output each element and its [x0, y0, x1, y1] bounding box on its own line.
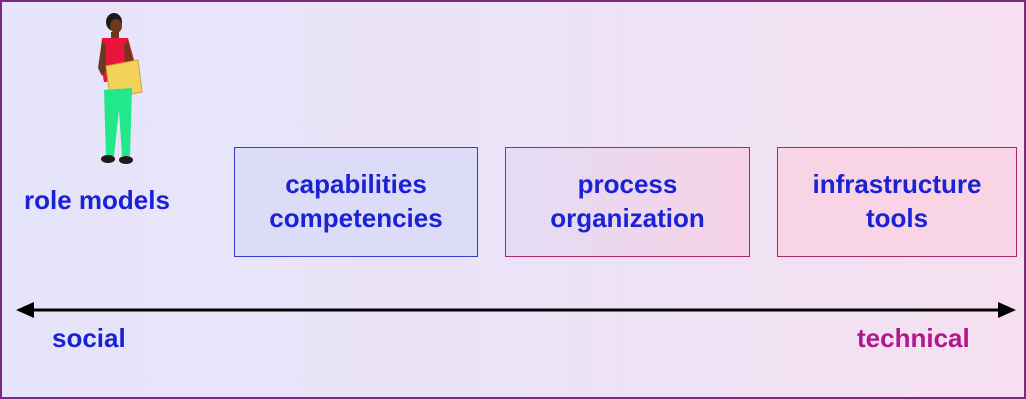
box-line-2: tools: [865, 203, 929, 233]
role-models-label: role models: [24, 185, 170, 215]
box-line-2: competencies: [269, 203, 443, 233]
box-line-1: infrastructure: [812, 169, 982, 200]
box-line-1: process: [577, 169, 678, 200]
social-label: social: [52, 323, 126, 353]
infrastructure-tools-box: infrastructure tools: [777, 147, 1017, 257]
technical-label: technical: [857, 323, 970, 353]
process-organization-box: process organization: [505, 147, 750, 257]
box-line-2: organization: [550, 203, 705, 233]
social-technical-axis-arrow: [16, 302, 1016, 318]
capabilities-competencies-box: capabilities competencies: [234, 147, 478, 257]
box-line-1: capabilities: [285, 169, 427, 200]
person-clipart-icon: [98, 13, 143, 164]
